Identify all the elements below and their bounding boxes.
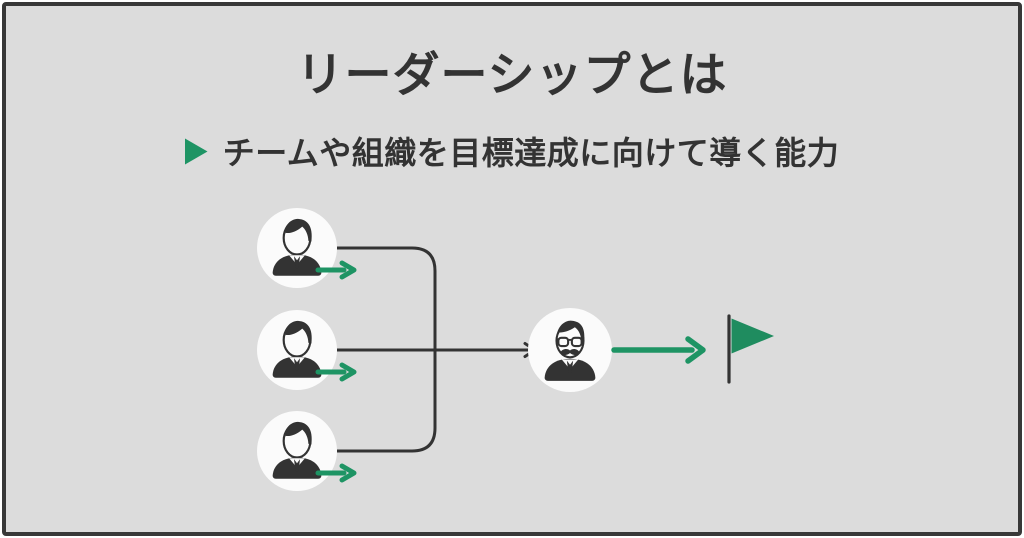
leader-node — [528, 308, 612, 392]
member-node-1 — [257, 208, 357, 288]
member-arrow-icon — [315, 260, 357, 280]
member-arrow-icon — [315, 463, 357, 483]
member-node-3 — [257, 411, 357, 491]
subtitle-text: チームや組織を目標達成に向けて導く能力 — [222, 135, 840, 171]
leader-to-goal-arrow-icon — [611, 336, 706, 364]
subtitle: チームや組織を目標達成に向けて導く能力 — [0, 128, 1024, 174]
member-arrow-icon — [315, 362, 357, 382]
goal-flag-icon — [727, 314, 774, 384]
green-right-triangle-icon — [184, 138, 208, 164]
page-title: リーダーシップとは — [296, 48, 728, 101]
member-node-2 — [257, 310, 357, 390]
